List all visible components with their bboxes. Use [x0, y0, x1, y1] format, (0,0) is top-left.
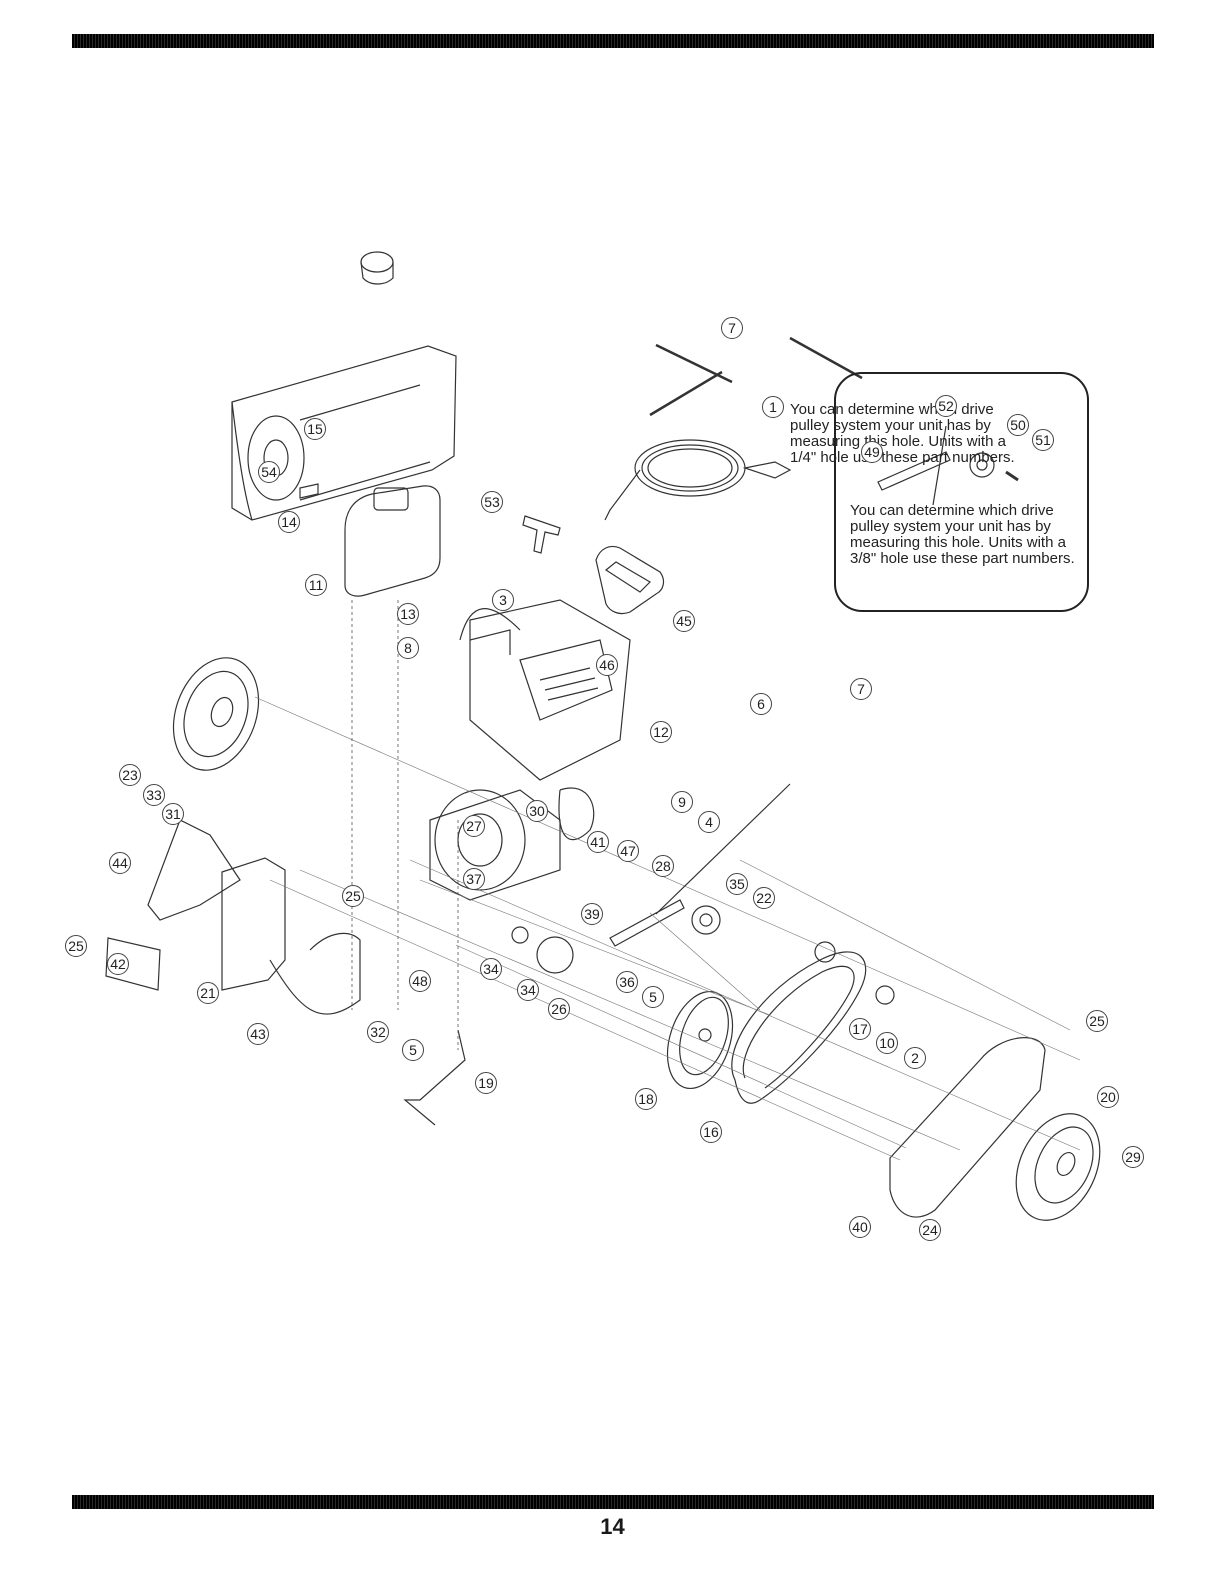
- main-note-leader: [655, 783, 791, 915]
- callout-49: 49: [861, 441, 883, 463]
- right-wheel-part: [1015, 1113, 1101, 1221]
- callout-7: 7: [721, 317, 743, 339]
- idler-arm-part: [609, 899, 685, 947]
- callout-25: 25: [342, 885, 364, 907]
- belt-inner: [742, 965, 855, 1089]
- callout-2: 2: [904, 1047, 926, 1069]
- callout-15: 15: [304, 418, 326, 440]
- callout-36: 36: [616, 971, 638, 993]
- main-note: You can determine which drive pulley sys…: [790, 401, 1015, 466]
- callout-50: 50: [1007, 414, 1029, 436]
- callout-32: 32: [367, 1021, 389, 1043]
- callout-41: 41: [587, 831, 609, 853]
- inset-detail-box: [834, 372, 1089, 612]
- callout-4: 4: [698, 811, 720, 833]
- callout-20: 20: [1097, 1086, 1119, 1108]
- callout-21: 21: [197, 982, 219, 1004]
- callout-19: 19: [475, 1072, 497, 1094]
- idler-pulley-hub: [699, 913, 713, 927]
- rod-part-19: [403, 1029, 466, 1126]
- callout-25c: 25: [1086, 1010, 1108, 1032]
- callout-47: 47: [617, 840, 639, 862]
- callout-45: 45: [673, 610, 695, 632]
- callout-6: 6: [750, 693, 772, 715]
- inset-bolt-part: [1005, 470, 1019, 482]
- callout-52: 52: [935, 395, 957, 417]
- callout-29: 29: [1122, 1146, 1144, 1168]
- callout-5b: 5: [402, 1039, 424, 1061]
- callout-44: 44: [109, 852, 131, 874]
- rod-part-upper: [655, 343, 733, 384]
- callout-17: 17: [849, 1018, 871, 1040]
- inset-note-leader: [932, 425, 947, 506]
- callout-16: 16: [700, 1121, 722, 1143]
- callout-30: 30: [526, 800, 548, 822]
- callout-14: 14: [278, 511, 300, 533]
- callout-34b: 34: [517, 979, 539, 1001]
- callout-27: 27: [463, 815, 485, 837]
- auger-part-44: [147, 819, 241, 921]
- callout-10: 10: [876, 1032, 898, 1054]
- callout-7b: 7: [850, 678, 872, 700]
- callout-23: 23: [119, 764, 141, 786]
- power-cord-part: [604, 439, 792, 521]
- callout-11: 11: [305, 574, 327, 596]
- callout-1: 1: [762, 396, 784, 418]
- shift-lever-part: [522, 515, 561, 554]
- header-rule: [72, 34, 1154, 48]
- inset-note: You can determine which drive pulley sys…: [850, 502, 1075, 567]
- callout-31: 31: [162, 803, 184, 825]
- bushing-part-34: [511, 926, 529, 944]
- callout-51: 51: [1032, 429, 1054, 451]
- flange-part-34: [536, 936, 574, 974]
- belt-cover-part: [889, 1037, 1046, 1218]
- callout-24: 24: [919, 1219, 941, 1241]
- washer-part-17: [875, 985, 895, 1005]
- drive-plate-part: [221, 857, 286, 991]
- callout-54: 54: [258, 461, 280, 483]
- callout-12: 12: [650, 721, 672, 743]
- callout-28: 28: [652, 855, 674, 877]
- callout-40: 40: [849, 1216, 871, 1238]
- auger-part-43: [269, 932, 361, 1015]
- callout-5: 5: [642, 986, 664, 1008]
- callout-3: 3: [492, 589, 514, 611]
- callout-9: 9: [671, 791, 693, 813]
- callout-35: 35: [726, 873, 748, 895]
- callout-33: 33: [143, 784, 165, 806]
- handle-part: [595, 545, 665, 615]
- callout-53: 53: [481, 491, 503, 513]
- footer-rule: [72, 1495, 1154, 1509]
- handle-slot: [604, 561, 651, 593]
- callout-37: 37: [463, 868, 485, 890]
- callout-48: 48: [409, 970, 431, 992]
- callout-22: 22: [753, 887, 775, 909]
- callout-34: 34: [480, 958, 502, 980]
- callout-13: 13: [397, 603, 419, 625]
- callout-26: 26: [548, 998, 570, 1020]
- callout-39: 39: [581, 903, 603, 925]
- engine-part: [429, 599, 631, 901]
- idler-pulley-part: [691, 905, 721, 935]
- inset-pulley-part: [969, 452, 995, 478]
- callout-18: 18: [635, 1088, 657, 1110]
- page-number: 14: [600, 1514, 625, 1539]
- rod-part-right: [789, 336, 863, 380]
- inset-arm-part: [877, 451, 951, 491]
- left-wheel-part: [172, 657, 260, 771]
- callout-42: 42: [107, 953, 129, 975]
- callout-43: 43: [247, 1023, 269, 1045]
- callout-25b: 25: [65, 935, 87, 957]
- inset-pulley-hub: [976, 459, 988, 471]
- fuel-tank-part: [299, 251, 441, 597]
- callout-8: 8: [397, 637, 419, 659]
- callout-46: 46: [596, 654, 618, 676]
- auger-housing-part: [231, 345, 457, 521]
- rod-part-6: [649, 370, 723, 417]
- plate-part-42: [105, 937, 161, 991]
- belt-part: [731, 951, 867, 1104]
